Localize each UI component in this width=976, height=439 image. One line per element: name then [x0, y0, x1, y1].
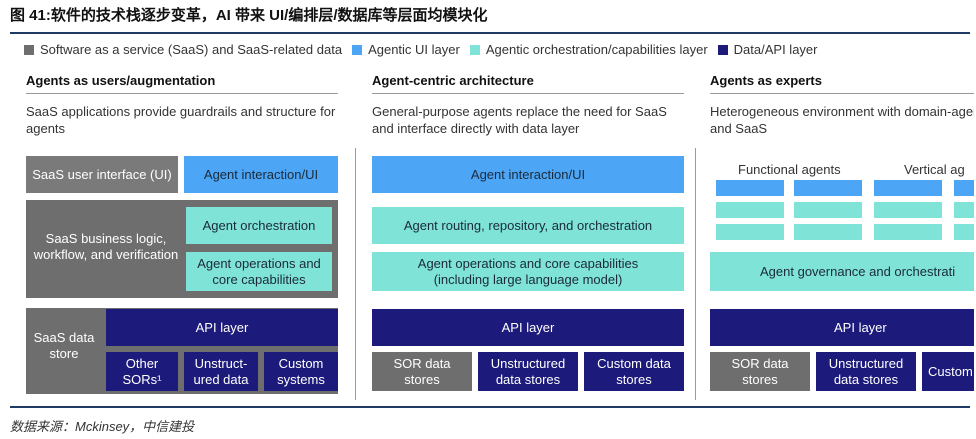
col3-title: Agents as experts [710, 73, 822, 88]
legend-swatch-data [717, 44, 728, 55]
col3-store-custom: Custom sto [922, 352, 974, 391]
col1-saas-ui: SaaS user interface (UI) [26, 156, 178, 193]
legend-label-saas: Software as a service (SaaS) and SaaS-re… [40, 42, 343, 57]
col3-agent4-orch [954, 202, 974, 218]
col3-functional-agents-label: Functional agents [738, 162, 841, 177]
col3-agent1-ops [716, 224, 784, 240]
col3-agent4-ui [954, 180, 974, 196]
legend-label-orchestration: Agentic orchestration/capabilities layer [485, 42, 708, 57]
col3-agent3-ui [874, 180, 942, 196]
col1-rule [26, 93, 338, 94]
legend-swatch-ui [352, 44, 363, 55]
col1-agent-ui: Agent interaction/UI [184, 156, 338, 193]
col3-agent2-ui [794, 180, 862, 196]
col2-operations: Agent operations and core capabilities (… [372, 252, 684, 291]
col3-agent4-ops [954, 224, 974, 240]
col1-store-unstructured: Unstruct-ured data [184, 352, 258, 391]
col1-api-layer: API layer [106, 309, 338, 346]
col2-store-custom: Custom data stores [584, 352, 684, 391]
figure-title: 图 41:软件的技术栈逐步变革，AI 带来 UI/编排层/数据库等层面均模块化 [10, 7, 488, 24]
col-separator-1 [355, 148, 356, 400]
col3-agent3-orch [874, 202, 942, 218]
col2-store-unstructured: Unstructured data stores [478, 352, 578, 391]
col3-region: Agents as experts Heterogeneous environm… [710, 0, 974, 406]
col1-agent-operations: Agent operations and core capabilities [186, 252, 332, 291]
source-note: 数据来源：Mckinsey，中信建投 [10, 419, 195, 434]
legend-item-data: Data/API layer [717, 42, 818, 57]
col3-agent2-ops [794, 224, 862, 240]
col1-title: Agents as users/augmentation [26, 73, 216, 88]
col3-api-layer: API layer [710, 309, 974, 346]
legend-label-data: Data/API layer [733, 42, 818, 57]
legend-label-ui: Agentic UI layer [368, 42, 460, 57]
col2-store-sor: SOR data stores [372, 352, 472, 391]
legend-item-saas: Software as a service (SaaS) and SaaS-re… [24, 42, 342, 57]
col-separator-2 [695, 148, 696, 400]
col1-saas-logic-label: SaaS business logic, workflow, and verif… [33, 231, 179, 262]
title-rule [10, 32, 970, 34]
col1-store-other-sors: Other SORs¹ [106, 352, 178, 391]
col2-description: General-purpose agents replace the need … [372, 104, 667, 136]
footer-rule [10, 406, 970, 408]
col2-api-layer: API layer [372, 309, 684, 346]
col1-description: SaaS applications provide guardrails and… [26, 104, 336, 136]
col3-governance: Agent governance and orchestrati [710, 252, 974, 291]
col1-store-custom: Custom systems [264, 352, 338, 391]
legend-swatch-orchestration [469, 44, 480, 55]
col1-agent-orchestration: Agent orchestration [186, 207, 332, 244]
legend-item-orchestration: Agentic orchestration/capabilities layer [469, 42, 708, 57]
col2-agent-ui: Agent interaction/UI [372, 156, 684, 193]
col3-rule [710, 93, 974, 94]
col3-agent2-orch [794, 202, 862, 218]
legend-swatch-saas [24, 44, 34, 55]
col2-routing: Agent routing, repository, and orchestra… [372, 207, 684, 244]
legend-item-ui: Agentic UI layer [352, 42, 460, 57]
col3-store-unstructured: Unstructured data stores [816, 352, 916, 391]
col3-agent1-orch [716, 202, 784, 218]
legend: Software as a service (SaaS) and SaaS-re… [24, 42, 828, 57]
col2-title: Agent-centric architecture [372, 73, 534, 88]
col3-store-sor: SOR data stores [710, 352, 810, 391]
col3-vertical-agents-label: Vertical ag [904, 162, 965, 177]
col2-rule [372, 93, 684, 94]
col3-agent1-ui [716, 180, 784, 196]
col1-saas-data-store-label: SaaS data store [33, 330, 95, 361]
col3-agent3-ops [874, 224, 942, 240]
col3-description: Heterogeneous environment with domain-ag… [710, 104, 974, 136]
